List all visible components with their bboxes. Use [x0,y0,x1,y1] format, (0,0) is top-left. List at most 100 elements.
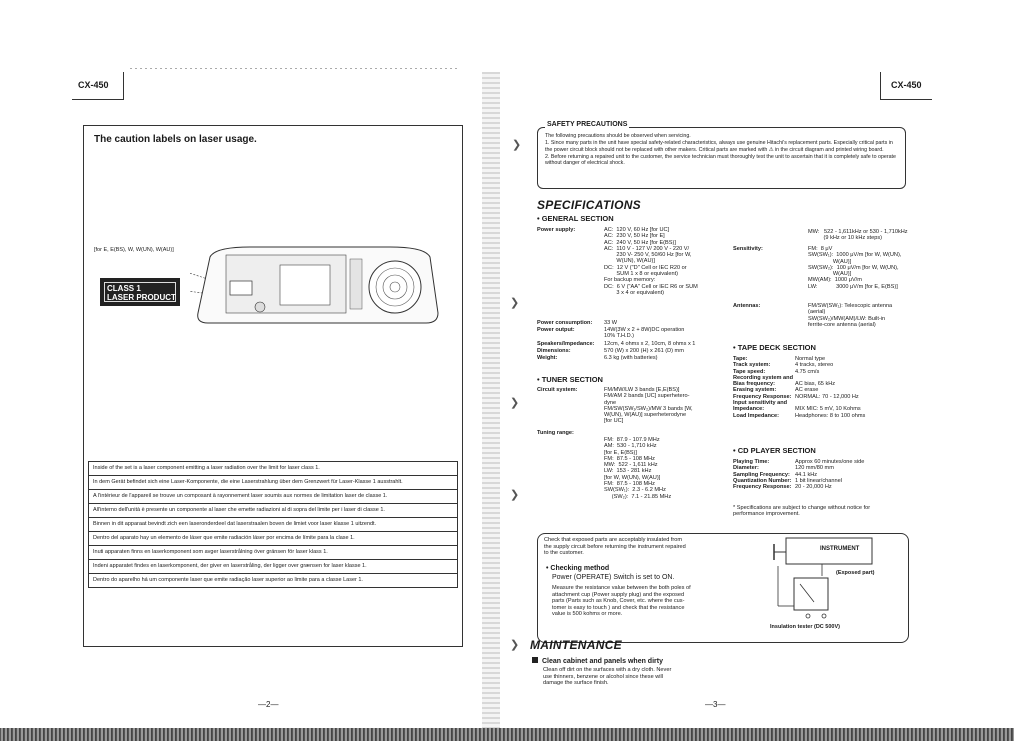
binding-mark-icon: ❯ [510,639,520,651]
text-line: AC: 110 V - 127 V/ 200 V - 220 V/ [604,245,690,252]
text-line: SW(SW₁): 2.3 - 6.2 MHz [604,487,666,494]
check-intro: Check that exposed parts are acceptably … [544,537,759,557]
spec-value: Approx 60 minutes/one side [795,459,865,465]
spec-row: Erasing system: AC erase [733,387,913,393]
text-line: W(AU)] [808,258,852,265]
text-line: [for E, E(BS)] [604,449,637,456]
spec-row: Bias frequency: AC bias, 65 kHz [733,381,913,387]
insulation-check-panel [537,533,909,643]
tester-diagram-icon [773,537,873,619]
text-line: Measure the resistance value between the… [552,585,691,591]
device-illustration [190,246,439,324]
safety-item-1: 1. Since many parts in the unit have spe… [545,140,893,153]
text-line: FM/MW/LW 3 bands [E,E(BS)] [604,387,680,393]
warning-row: A l'intérieur de l'appareil se trouve un… [88,490,458,504]
text-line: SUM 1 x 8 or equivalent) [604,271,678,278]
spec-value: MIX MIC: 5 mV, 10 Kohms [795,406,861,413]
spec-value: 4 tracks, stereo [795,362,834,369]
text-line: (aerial) [808,309,826,316]
text-line: DC: 6 V ("AA" Cell or IEC R6 or SUM [604,283,698,290]
general-specs: Power supply: AC: 120 V, 60 Hz [for UC]A… [537,227,727,361]
text-line: FM: 87.5 - 108 MHz [604,481,655,488]
safety-item-2: 2. Before returning a repaired unit to t… [545,153,896,167]
antenna-values: FM/SW(SW₁): Telescopic antenna(aerial)SW… [808,303,892,328]
warning-row: In dem Gerät befindet sich eine Laser-Ko… [88,476,458,490]
text-line: W(UN), W(AU)] [604,258,655,265]
text-line: the supply circuit before returning the … [544,543,686,550]
spec-value: Headphones: 8 to 100 ohms [795,412,866,419]
spec-value: 120 mm/80 mm [795,465,834,472]
spec-key: Tuning range: [537,430,574,436]
spec-key: Power consumption: [537,320,593,326]
text-line: W(AU)] [808,271,852,278]
specifications-title: SPECIFICATIONS [537,198,641,212]
spec-key: Recording system and [733,374,793,381]
model-tag-left: CX-450 [72,72,124,100]
spec-key: Frequency Response: [733,484,792,491]
spec-row: Diameter:120 mm/80 mm [733,465,913,471]
warning-row: Binnen in dit apparaat bevindt zich een … [88,518,458,532]
spec-key: Input sensitivity and [733,400,788,407]
warning-row: Inside of the set is a laser component e… [88,461,458,476]
text-line: SW(SW₁): 1000 μV/m [for W, W(UN), [808,252,902,259]
scan-bottom-strip [0,728,1014,741]
spec-key: Impedance: [733,406,765,413]
caution-panel [83,125,463,647]
text-line: FM/AM 2 bands [UC] superhetero- [604,393,690,400]
spec-row: Frequency Response:20 - 20,000 Hz [733,484,913,490]
spec-value: 12cm, 4 ohms x 2, 10cm, 8 ohms x 1 [604,341,696,347]
power-supply-values: AC: 120 V, 60 Hz [for UC]AC: 230 V, 50 H… [604,227,698,296]
text-line: SW(SW₂)/MW(AM)/LW: Built-in [808,315,886,322]
checking-method-title: • Checking method [546,565,610,572]
spec-key: Speakers/Impedance: [537,341,595,347]
text-line: Check that exposed parts are acceptably … [544,537,683,543]
text-line: parts (Parts such as Knob, Cover, etc. w… [552,598,685,605]
safety-text: The following precautions should be obse… [545,133,900,167]
text-line: performance improvement. [733,511,800,518]
spec-key: Bias frequency: [733,381,775,388]
check-method-text: Measure the resistance value between the… [552,585,762,618]
tape-section-title: • TAPE DECK SECTION [733,343,816,352]
spec-value: 6.3 kg (with batteries) [604,355,658,361]
text-line: FM/SW(SW₁): Telescopic antenna [808,303,893,309]
spec-key: Circuit system: [537,387,578,393]
page-number-left: —2— [258,700,279,709]
scan-line [130,68,460,69]
class1-laser-label: CLASS 1 LASER PRODUCT [100,278,180,306]
text-line: 230 V- 250 V, 50/60 Hz [for W, [604,252,692,259]
spec-value: AC erase [795,387,819,394]
spec-key: Power supply: [537,227,576,233]
text-line: FM: 87.9 - 107.9 MHz [604,437,660,443]
text-line: FM: 87.5 - 108 MHz [604,455,655,462]
spec-key: Erasing system: [733,387,777,394]
tester-label: Insulation tester (DC 500V) [770,624,840,630]
spec-key: Load Impedance: [733,412,780,419]
text-line: MW(AM): 1000 μV/m [808,277,862,284]
text-line: tomer is easy to touch ) and check that … [552,604,685,611]
spec-row: Quantization Number:1 bit linear/channel [733,478,913,484]
spec-row: Input sensitivity and [733,400,913,406]
spec-value: 1 bit linear/channel [795,477,842,484]
spec-key: Tape speed: [733,368,766,375]
warning-row: Dentro do aparelho há um componente lase… [88,574,458,588]
text-line: MW: 522 - 1,611 kHz [604,462,658,469]
warning-row: Dentro del aparato hay un elemento de lá… [88,532,458,546]
text-line: ferrite-core antenna (aerial) [808,321,876,328]
model-tag-right: CX-450 [880,72,932,100]
spec-row: Frequency Response:NORMAL: 70 - 12,000 H… [733,394,913,400]
spec-value: AC bias, 65 kHz [795,381,836,388]
class-label-line2: LASER PRODUCT [107,293,176,302]
text-line: value is 500 kohms or more. [552,611,623,618]
spec-key: Sensitivity: [733,246,763,252]
tuner-section-title: • TUNER SECTION [537,375,603,384]
text-line: to the customer. [544,550,584,557]
maintenance-text: Clean off dirt on the surfaces with a dr… [543,667,763,687]
text-line: [for W, W(UN), W(AU)] [604,474,661,481]
region-label: [for E, E(BS), W, W(UN), W(AU)] [94,247,174,253]
spec-value: 33 W [604,320,618,326]
text-line: * Specifications are subject to change w… [733,505,871,511]
safety-panel [537,127,906,189]
